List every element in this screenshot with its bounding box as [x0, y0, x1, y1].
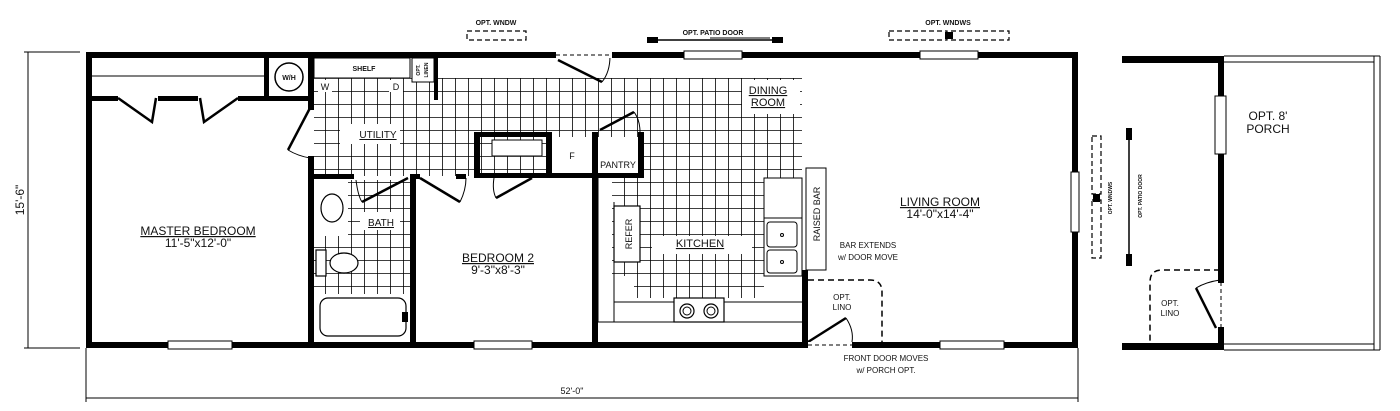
shelf-label: SHELF — [353, 66, 377, 73]
water-heater-icon — [274, 62, 304, 92]
windows — [167, 50, 1080, 350]
utility-fixtures: W/H SHELF W D OPT. LINEN — [274, 57, 435, 92]
opt-lino-label-2: LINO — [833, 303, 852, 312]
opt-patio-door-label: OPT. PATIO DOOR — [683, 30, 744, 37]
range-icon — [673, 297, 725, 323]
dining-room-line2: ROOM — [751, 97, 785, 109]
living-room-size: 14'-0"x14'-4" — [906, 207, 973, 221]
front-door-note-1: FRONT DOOR MOVES — [844, 354, 929, 363]
doors — [117, 52, 853, 348]
room-labels: MASTER BEDROOM 11'-5"x12'-0" BEDROOM 2 9… — [140, 85, 980, 277]
opt-windows-top: OPT. WNDWS — [888, 20, 1010, 41]
width-dimension: 52'-0" — [85, 348, 1079, 402]
opt-patio-door-top: OPT. PATIO DOOR — [647, 30, 783, 43]
opt-window-top: OPT. WNDW — [466, 20, 527, 41]
bathtub-icon — [319, 297, 407, 337]
bath-name: BATH — [368, 218, 394, 229]
opt-windows-side-label: OPT. WNDWS — [1108, 181, 1114, 214]
bath-fixtures — [314, 180, 410, 342]
front-door-note-2: w/ PORCH OPT. — [855, 366, 915, 375]
porch-label-2: PORCH — [1246, 122, 1289, 136]
bedroom-2-size: 9'-3"x8'-3" — [471, 263, 525, 277]
kitchen-fixtures: REFER RAISED BAR — [597, 167, 827, 323]
opt-patio-door-side-label: OPT. PATIO DOOR — [1138, 174, 1144, 218]
living-room-name: LIVING ROOM — [900, 195, 980, 209]
bedroom-2-name: BEDROOM 2 — [462, 251, 534, 265]
dining-room-line1: DINING — [749, 85, 788, 97]
porch-lino-label-2: LINO — [1161, 309, 1180, 318]
kitchen-name: KITCHEN — [676, 238, 724, 250]
opt-linen-label-1: OPT. — [416, 64, 422, 76]
opt-windows-label: OPT. WNDWS — [925, 20, 971, 27]
dryer-label: D — [393, 82, 400, 92]
raised-bar-label: RAISED BAR — [812, 186, 822, 241]
porch-option: OPT. 8' PORCH OPT. LINO — [1122, 55, 1381, 351]
opt-window-label: OPT. WNDW — [476, 20, 517, 27]
opt-windows-side: OPT. WNDWS — [1091, 135, 1114, 259]
bar-extends-note-1: BAR EXTENDS — [840, 241, 896, 250]
opt-linen-label-2: LINEN — [424, 62, 430, 77]
porch-lino-label-1: OPT. — [1161, 299, 1179, 308]
refrigerator-icon — [613, 205, 641, 263]
utility-name: UTILITY — [359, 130, 397, 141]
sink-icon — [320, 193, 344, 223]
sink-bowl-icon — [766, 249, 798, 274]
furnace-label: F — [569, 151, 575, 161]
interior-walls — [92, 58, 808, 348]
width-label: 52'-0" — [561, 386, 584, 396]
opt-patio-door-side: OPT. PATIO DOOR — [1126, 128, 1144, 266]
sink-bowl-icon — [766, 221, 798, 248]
depth-label: 15'-6" — [13, 185, 27, 216]
washer-label: W — [321, 82, 330, 92]
water-heater-label: W/H — [282, 75, 296, 82]
notes: BAR EXTENDS w/ DOOR MOVE FRONT DOOR MOVE… — [837, 241, 928, 375]
master-bedroom-name: MASTER BEDROOM — [140, 224, 255, 238]
opt-lino-label-1: OPT. — [833, 293, 851, 302]
toilet-tank-icon — [315, 249, 327, 277]
opt-lino-entry: OPT. LINO — [808, 279, 883, 342]
bar-extends-note-2: w/ DOOR MOVE — [837, 253, 898, 262]
depth-dimension: 15'-6" — [13, 51, 80, 349]
porch-label-1: OPT. 8' — [1249, 109, 1288, 123]
refer-label: REFER — [624, 218, 634, 249]
toilet-icon — [329, 252, 359, 274]
master-bedroom-size: 11'-5"x12'-0" — [165, 236, 231, 250]
pantry-name: PANTRY — [600, 160, 636, 170]
